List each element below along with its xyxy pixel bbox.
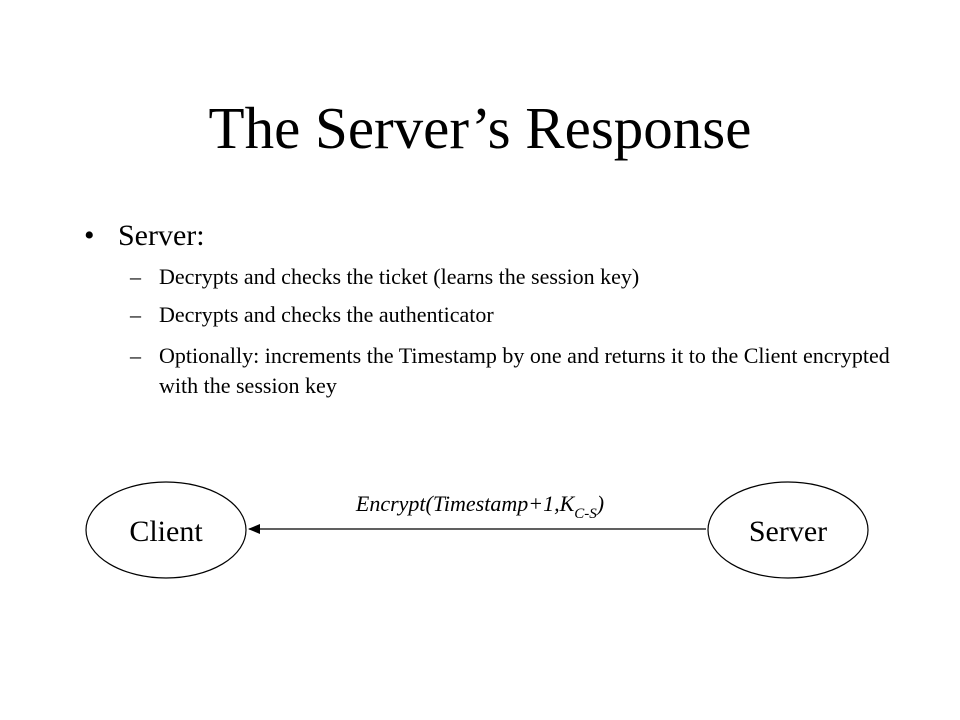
dash-marker: – (130, 302, 141, 327)
bullet-server: Server: (118, 219, 205, 252)
arrow-label: Encrypt(Timestamp+1,KC-S) (355, 491, 604, 522)
server-label: Server (749, 515, 827, 548)
sub-item-increment-timestamp: – Optionally: increments the Timestamp b… (130, 341, 890, 401)
sub-item-decrypt-ticket: – Decrypts and checks the ticket (learns… (130, 262, 890, 292)
sub-item-text: Optionally: increments the Timestamp by … (159, 343, 890, 398)
client-label: Client (129, 515, 203, 548)
arrow-label-subscript: C-S (574, 506, 597, 522)
arrow-label-main: Encrypt(Timestamp+1,K (355, 491, 576, 516)
sub-item-decrypt-authenticator: – Decrypts and checks the authenticator (130, 300, 890, 330)
dash-marker: – (130, 264, 141, 289)
bullet-marker: • (84, 219, 95, 252)
server-node (707, 481, 869, 579)
arrow-label-end: ) (595, 491, 604, 516)
dash-marker: – (130, 343, 141, 368)
sub-item-text: Decrypts and checks the authenticator (159, 302, 494, 327)
sub-item-text: Decrypts and checks the ticket (learns t… (159, 264, 640, 289)
client-node (85, 481, 247, 579)
slide-title: The Server’s Response (208, 95, 752, 161)
